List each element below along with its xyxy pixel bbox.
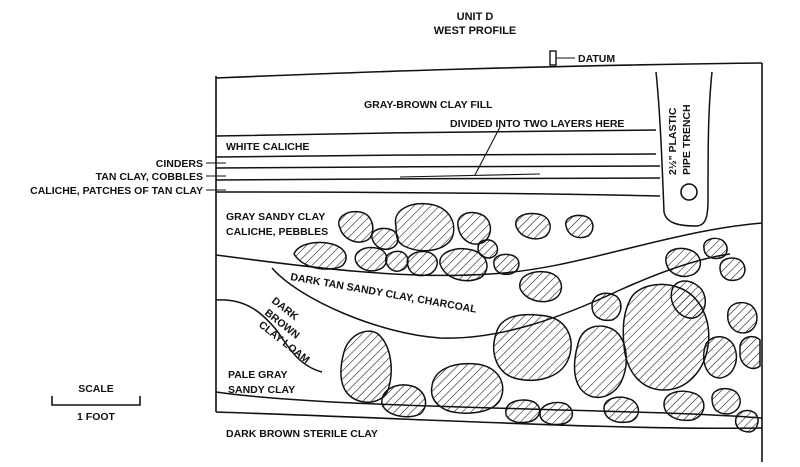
label-tan-clay: TAN CLAY, COBBLES xyxy=(96,171,203,183)
boundary-tan-clay xyxy=(215,177,661,181)
cobble xyxy=(457,211,492,245)
boundary-dark-brown-base xyxy=(215,299,323,373)
cobble xyxy=(663,390,705,422)
cobble xyxy=(406,250,438,277)
trench-label-2: PIPE TRENCH xyxy=(681,104,693,175)
datum-marker xyxy=(549,50,557,66)
cobble xyxy=(719,257,746,282)
cobble xyxy=(573,325,627,398)
boundary-caliche-bottom xyxy=(215,153,657,158)
cobble xyxy=(665,247,702,278)
cobble xyxy=(565,214,594,239)
cobble xyxy=(603,396,640,424)
cobble xyxy=(591,292,622,322)
boundary-caliche-top xyxy=(215,129,657,137)
pipe-icon xyxy=(680,183,698,201)
boundary-cinders xyxy=(215,165,661,169)
label-fill: GRAY-BROWN CLAY FILL xyxy=(364,99,493,111)
divided-layer-line xyxy=(399,173,541,178)
cobble xyxy=(439,248,488,282)
scale-title: SCALE xyxy=(78,383,114,395)
scale-bar xyxy=(51,396,141,406)
label-caliche-patches: CALICHE, PATCHES OF TAN CLAY xyxy=(30,185,203,197)
title-line-2: WEST PROFILE xyxy=(434,25,517,37)
profile-top-edge xyxy=(215,62,763,79)
label-gray-sandy-1: GRAY SANDY CLAY xyxy=(226,211,325,223)
cobble xyxy=(505,399,541,424)
cobble xyxy=(430,362,504,414)
cobble xyxy=(711,387,741,415)
cobble xyxy=(515,212,551,240)
cobble xyxy=(703,237,728,260)
label-pale-gray-1: PALE GRAY xyxy=(228,369,288,381)
cobble xyxy=(385,250,409,273)
cobble xyxy=(622,283,710,391)
cobble xyxy=(734,409,759,433)
label-divided-note: DIVIDED INTO TWO LAYERS HERE xyxy=(450,118,624,130)
cobble xyxy=(493,253,520,276)
label-cinders: CINDERS xyxy=(156,158,203,170)
cobble xyxy=(340,330,392,403)
cobble xyxy=(394,202,455,252)
trench-label-1: 2½" PLASTIC xyxy=(667,107,679,175)
scale-length: 1 FOOT xyxy=(77,411,116,423)
cobble xyxy=(539,401,574,426)
label-sterile: DARK BROWN STERILE CLAY xyxy=(226,428,378,440)
cobble xyxy=(519,270,563,303)
cobble xyxy=(727,301,758,334)
label-dark-tan: DARK TAN SANDY CLAY, CHARCOAL xyxy=(289,271,478,316)
cobble xyxy=(354,246,388,272)
boundary-caliche-patches xyxy=(215,191,661,197)
cobble xyxy=(477,239,499,259)
cobble xyxy=(338,210,374,243)
profile-bottom-edge xyxy=(215,411,763,430)
divided-note-leader xyxy=(474,126,501,176)
cobble xyxy=(702,336,738,379)
title-line-1: UNIT D xyxy=(457,11,494,23)
cobble xyxy=(371,227,399,250)
label-white-caliche: WHITE CALICHE xyxy=(226,141,309,153)
cobble xyxy=(293,241,347,270)
cobble xyxy=(493,313,572,381)
cobble xyxy=(739,335,761,370)
datum-label: DATUM xyxy=(578,53,615,65)
cobble xyxy=(381,384,427,418)
label-pale-gray-2: SANDY CLAY xyxy=(228,384,295,396)
label-gray-sandy-2: CALICHE, PEBBLES xyxy=(226,226,328,238)
pipe-trench-outline xyxy=(655,71,713,227)
